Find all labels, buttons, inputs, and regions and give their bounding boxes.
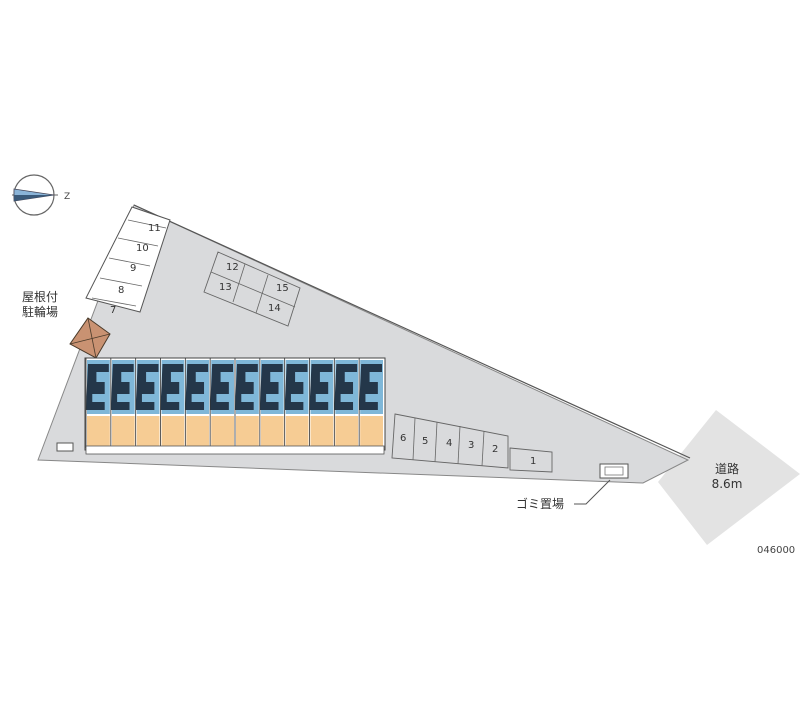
- compass-icon: Z: [12, 174, 70, 216]
- parking-space-9: 9: [130, 263, 136, 274]
- building-unit: [333, 358, 359, 448]
- site-boundary: [133, 204, 691, 459]
- parking-space-3: 3: [468, 440, 474, 451]
- parking-space-1: 1: [530, 456, 536, 467]
- parking-space-10: 10: [136, 243, 149, 254]
- building-unit: [259, 358, 284, 448]
- building-unit: [309, 358, 334, 448]
- garbage-label: ゴミ置場: [516, 496, 564, 511]
- parking-space-4: 4: [446, 438, 452, 449]
- building-unit: [358, 358, 383, 448]
- parking-space-11: 11: [148, 223, 161, 234]
- bike-parking-label-line1: 屋根付: [22, 290, 58, 304]
- building-unit: [234, 358, 259, 448]
- map-code: 046000: [757, 545, 795, 556]
- parking-space-14: 14: [268, 303, 281, 314]
- apartment-building: [84, 357, 386, 455]
- parking-space-5: 5: [422, 436, 428, 447]
- bike-parking-label-line2: 駐輪場: [22, 304, 58, 319]
- parking-space-7: 7: [110, 305, 116, 316]
- building-unit: [160, 358, 185, 448]
- parking-space-2: 2: [492, 444, 498, 455]
- parking-bottom-row: 6 5 4 3 2 1: [391, 413, 553, 473]
- building-unit: [284, 358, 309, 448]
- building-unit: [110, 358, 135, 448]
- road-label-line2: 8.6m: [712, 477, 743, 491]
- parking-space-15: 15: [276, 283, 289, 294]
- road-label: 道路 8.6m: [712, 461, 743, 491]
- building-unit: [135, 358, 160, 448]
- parking-center: 12 15 13 14: [203, 251, 301, 327]
- svg-text:Z: Z: [64, 192, 70, 202]
- road: [658, 410, 800, 545]
- building-unit: [85, 358, 110, 448]
- road-label-line1: 道路: [715, 461, 739, 476]
- building-unit: [209, 358, 234, 448]
- bike-parking-label: 屋根付 駐輪場: [22, 290, 58, 319]
- parking-space-12: 12: [226, 262, 239, 273]
- parking-space-8: 8: [118, 285, 124, 296]
- garbage-box-icon: [599, 463, 629, 479]
- garbage-leader-line: [574, 479, 611, 505]
- building-unit: [184, 358, 210, 448]
- building-walkway: [85, 445, 385, 455]
- meter-box-icon: [56, 442, 74, 452]
- parking-left-column: 11 10 9 8 7: [85, 206, 171, 316]
- parking-space-6: 6: [400, 433, 406, 444]
- parking-space-13: 13: [219, 282, 232, 293]
